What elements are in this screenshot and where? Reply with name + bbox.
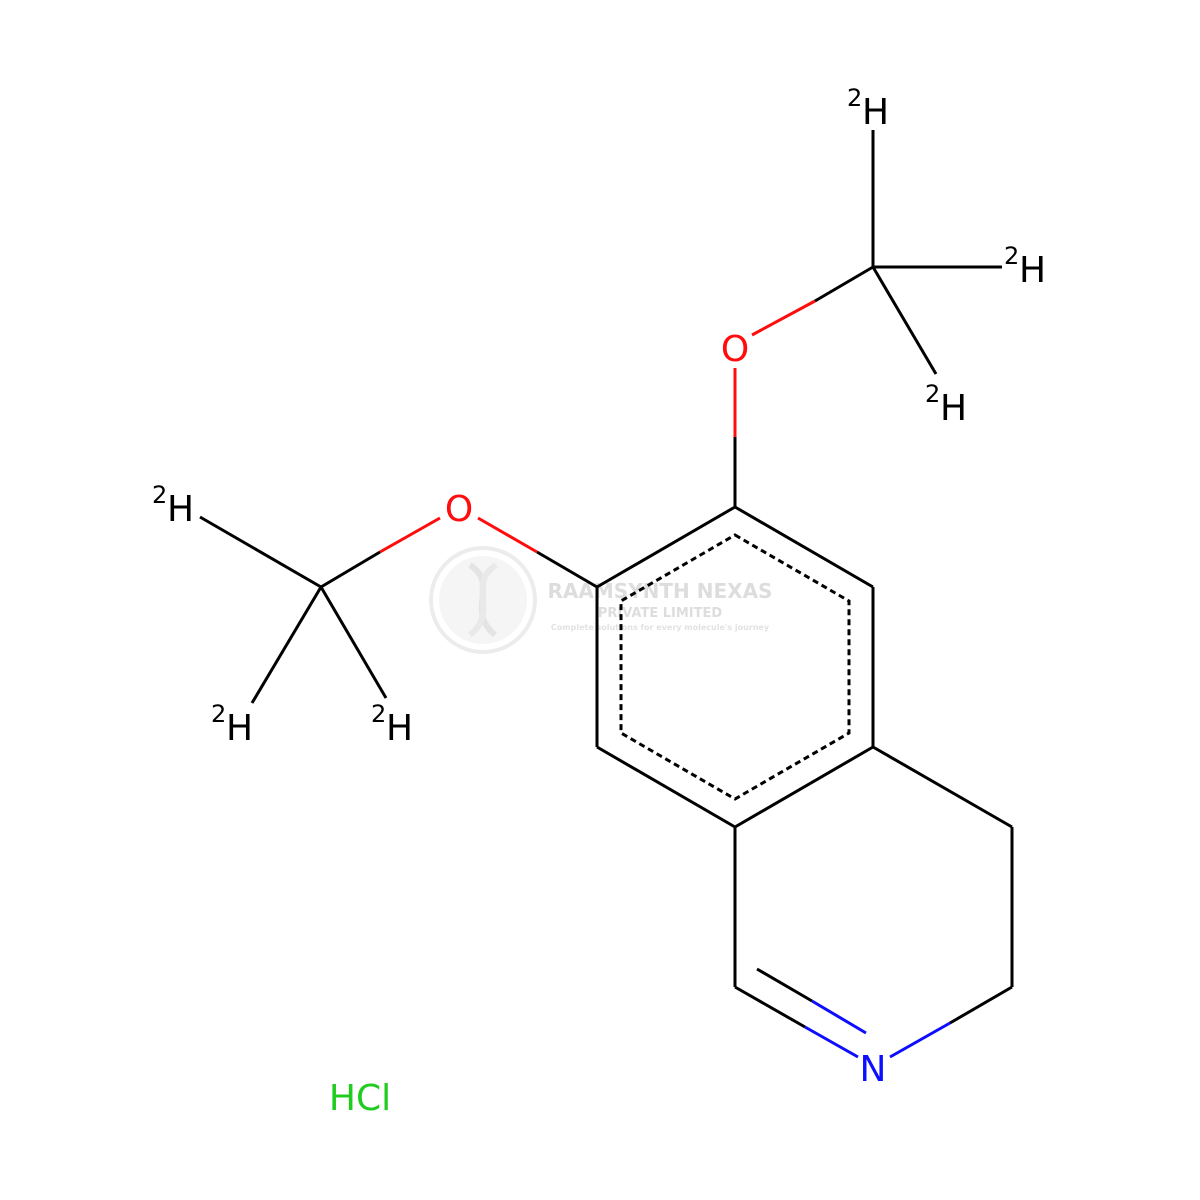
bond-c-d-lowerleft: [250, 586, 323, 704]
isotope-number: 2: [211, 700, 226, 728]
bond-c7-o-red: [477, 516, 538, 554]
bond-c7-o-black: [536, 550, 598, 589]
hydrogen-symbol: H: [862, 92, 889, 133]
hydrogen-symbol: H: [1019, 250, 1046, 291]
bond-c1-n-double-black: [756, 967, 813, 1003]
upper-methoxy-group: [733, 130, 1002, 507]
imine-ring: [733, 745, 1014, 1059]
bond-o-ch3-red: [751, 299, 816, 337]
hydrogen-symbol: H: [226, 708, 253, 749]
hcl-counterion: HCl: [329, 1078, 391, 1119]
deuterium-upper-lower: 2 H: [925, 380, 967, 429]
deuterium-upper-right: 2 H: [1004, 242, 1046, 291]
bond-ring-4: [596, 745, 736, 829]
watermark-line2: PRIVATE LIMITED: [598, 606, 723, 621]
aromatic-circle: [619, 533, 851, 801]
bond-o-ch3-red: [379, 516, 441, 554]
bond-ring-3: [734, 745, 874, 829]
isotope-number: 2: [371, 700, 386, 728]
watermark-tagline: Complete solutions for every molecule's …: [551, 623, 770, 632]
bond-c-d-down: [871, 266, 938, 375]
bond-c3-n-black: [949, 985, 1013, 1025]
bond-ring-6: [596, 505, 736, 589]
bond-o-ch3-black: [814, 265, 874, 303]
bond-ring-1: [734, 505, 874, 589]
hydrogen-symbol: H: [386, 708, 413, 749]
nitrogen-ring: N: [860, 1049, 887, 1090]
bond-c1-n-black: [734, 985, 806, 1029]
deuterium-upper-top: 2 H: [847, 84, 889, 133]
deuterium-lower-lowerright: 2 H: [371, 700, 413, 749]
isotope-number: 2: [847, 84, 862, 112]
watermark-logo: [429, 546, 537, 654]
watermark-line1: RAAMSYNTH NEXAS: [548, 579, 773, 603]
watermark-circle: [429, 546, 537, 654]
hydrogen-symbol: H: [167, 489, 194, 530]
isotope-number: 2: [1004, 242, 1019, 270]
deuterium-lower-lowerleft: 2 H: [211, 700, 253, 749]
isotope-number: 2: [925, 380, 940, 408]
oxygen-lower: O: [445, 489, 473, 530]
bond-c1-n-double-blue: [811, 999, 867, 1035]
bond-o-ch3-black: [320, 550, 381, 589]
bond-c-d-lowerright: [319, 586, 388, 699]
deuterium-lower-left: 2 H: [152, 481, 194, 530]
hydrogen-symbol: H: [940, 388, 967, 429]
bond-c-d-left: [199, 515, 322, 589]
isotope-number: 2: [152, 481, 167, 509]
lower-methoxy-group: [199, 515, 598, 704]
bond-c3-n-blue: [889, 1021, 951, 1059]
bond-c1-n-blue: [804, 1025, 859, 1059]
bond-c4a-c4: [872, 745, 1013, 829]
benzene-ring: [595, 505, 875, 829]
oxygen-upper: O: [721, 329, 749, 370]
